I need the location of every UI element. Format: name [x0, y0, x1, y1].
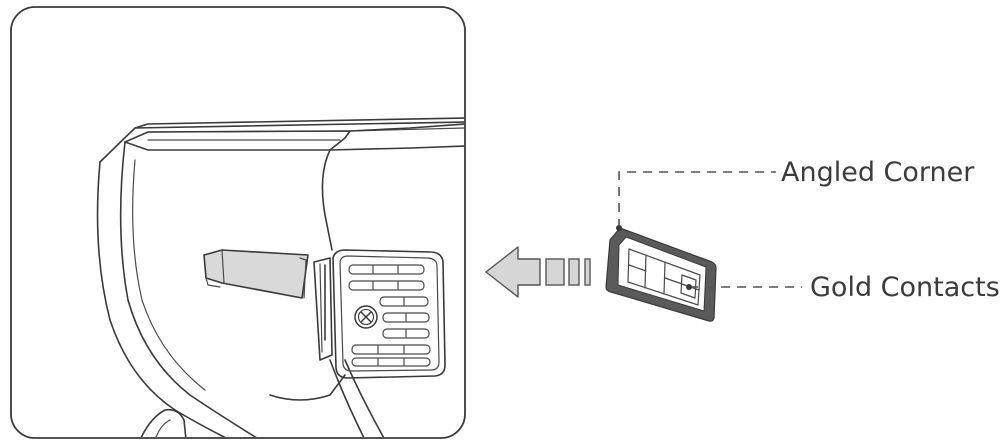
- callout-gold-contacts: Gold Contacts: [686, 272, 1000, 303]
- sim-card: [605, 227, 717, 322]
- callout-angled-corner: Angled Corner: [616, 157, 975, 231]
- angled-corner-label: Angled Corner: [781, 157, 975, 188]
- panel-frame: [10, 6, 466, 439]
- card-slot-lever: [203, 249, 309, 299]
- device-body: [96, 117, 464, 437]
- card-slot: [313, 257, 333, 361]
- gold-contacts-label: Gold Contacts: [810, 272, 1000, 303]
- gold-contacts: [627, 248, 701, 306]
- screw-icon: [354, 305, 378, 329]
- device-closeup-panel: [10, 6, 466, 439]
- insert-direction-arrow: [485, 246, 591, 298]
- card-slot-cover: [332, 249, 446, 379]
